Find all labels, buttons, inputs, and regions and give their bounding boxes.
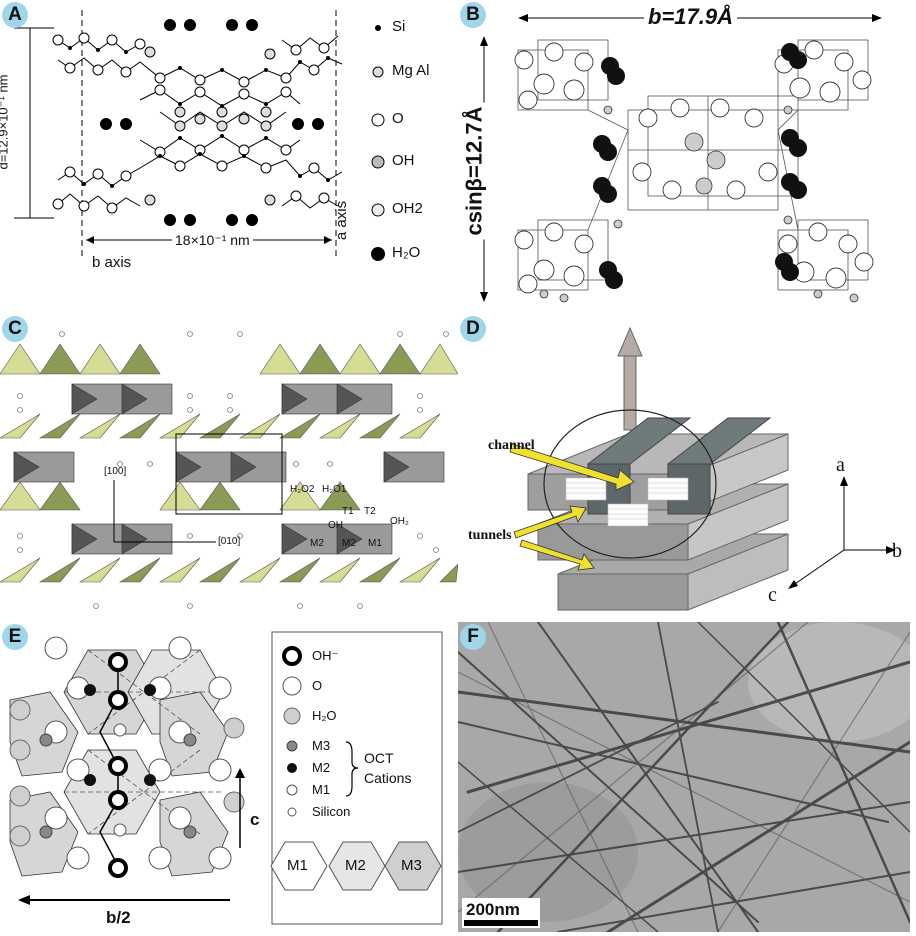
t2-label: T2 <box>364 506 376 517</box>
legend-si: Si <box>392 18 406 35</box>
legend-silicon: Silicon <box>312 804 351 819</box>
panel-c: C <box>0 314 458 620</box>
hex-m2-label: M2 <box>345 857 366 874</box>
tunnels-label: tunnels <box>468 528 512 543</box>
legend-o: O <box>312 678 323 693</box>
axis-b-label: b <box>892 540 902 562</box>
hex-m1-label: M1 <box>287 857 308 874</box>
dir-010-label: [010] <box>218 536 241 547</box>
width-label: 18×10⁻¹ nm <box>172 232 253 249</box>
panel-b-badge: B <box>460 2 486 28</box>
t1-label: T1 <box>342 506 354 517</box>
cations-label: Cations <box>364 770 412 786</box>
d-label: d=12.9×10⁻¹ nm <box>0 74 11 170</box>
scale-bar-label: 200nm <box>466 900 520 919</box>
b-axis-label: b axis <box>92 254 132 271</box>
axis-c-label: c <box>768 584 777 606</box>
c-length-label: csinβ=12.7Å <box>461 102 488 240</box>
legend-m3: M3 <box>312 738 331 753</box>
panel-a-structure <box>14 10 385 261</box>
legend-h2o: H₂O <box>312 708 337 723</box>
panel-f: F 200nm <box>458 622 910 932</box>
legend-o: O <box>392 110 404 127</box>
a-axis-label: a axis <box>333 200 351 241</box>
legend-oh-minus: OH⁻ <box>312 648 339 663</box>
legend-m1: M1 <box>312 782 331 797</box>
legend-oh: OH <box>392 152 415 169</box>
panel-d-tunnel-diagram <box>509 326 896 611</box>
oh2-label: OH₂ <box>390 516 409 527</box>
tem-image <box>458 622 910 932</box>
legend-h2o: H₂O <box>392 244 421 261</box>
panel-b: B <box>458 0 916 310</box>
panel-d-badge: D <box>460 316 486 342</box>
hex-m3-label: M3 <box>401 857 422 874</box>
h2o2-label: H₂O2 <box>290 484 315 495</box>
legend-m2: M2 <box>312 760 331 775</box>
panel-e: E <box>0 622 458 936</box>
panel-c-structure <box>0 331 458 609</box>
panel-e-structure <box>9 631 443 925</box>
oct-label: OCT <box>364 750 394 766</box>
b-half-axis-label: b/2 <box>106 908 131 927</box>
legend-oh2: OH2 <box>392 200 423 217</box>
c-axis-label: c <box>250 810 260 829</box>
panel-c-badge: C <box>2 316 28 342</box>
m2a-label: M2 <box>310 538 324 549</box>
dir-100-label: [100] <box>104 466 127 477</box>
m1-label: M1 <box>368 538 382 549</box>
panel-f-badge: F <box>460 624 486 650</box>
legend-mgal: Mg Al <box>392 62 430 79</box>
panel-e-badge: E <box>2 624 28 650</box>
channel-label: channel <box>488 438 535 453</box>
b-length-label: b=17.9Å <box>644 4 737 30</box>
panel-b-structure <box>480 14 882 303</box>
panel-a: A <box>0 0 458 310</box>
panel-d: D <box>458 314 916 620</box>
oh-label: OH <box>328 520 343 531</box>
m2b-label: M2 <box>342 538 356 549</box>
panel-a-badge: A <box>2 2 28 28</box>
axis-a-label: a <box>836 454 845 476</box>
h2o1-label: H₂O1 <box>322 484 347 495</box>
